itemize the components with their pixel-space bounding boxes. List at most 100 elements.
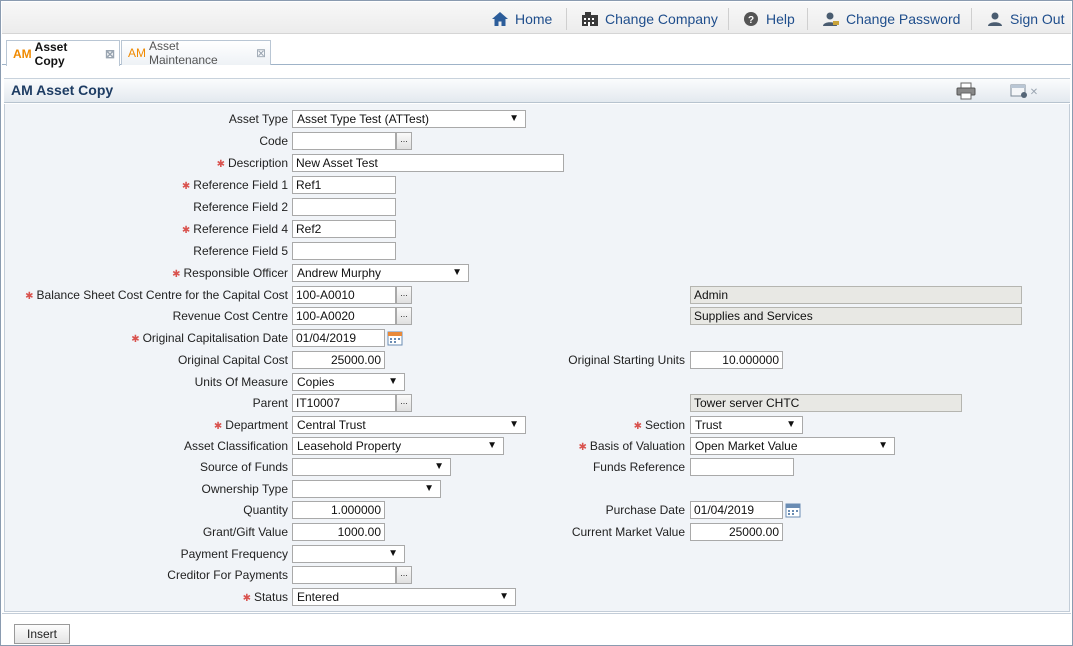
- required-icon: ✱: [181, 225, 191, 236]
- parent-lookup-button[interactable]: ...: [396, 394, 412, 412]
- basis-valuation-select[interactable]: Open Market Value ▼: [690, 437, 895, 455]
- status-value: Entered: [297, 590, 340, 604]
- reference-field-2-input[interactable]: [292, 198, 396, 216]
- nav-sign-out[interactable]: Sign Out: [986, 9, 1064, 29]
- calendar-icon[interactable]: [785, 502, 801, 518]
- source-funds-label: Source of Funds: [199, 460, 288, 474]
- page-title: AM Asset Copy: [11, 82, 114, 98]
- nav-help[interactable]: ? Help: [742, 9, 795, 29]
- department-select[interactable]: Central Trust ▼: [292, 416, 526, 434]
- responsible-officer-value: Andrew Murphy: [297, 266, 382, 280]
- nav-help-label: Help: [766, 11, 795, 27]
- required-icon: ✱: [578, 442, 587, 453]
- close-icon[interactable]: ⊠: [255, 46, 266, 60]
- funds-ref-input[interactable]: [690, 458, 794, 476]
- creditor-label: Creditor For Payments: [167, 568, 288, 582]
- purchase-date-input[interactable]: 01/04/2019: [690, 501, 783, 519]
- required-icon: ✱: [216, 159, 225, 170]
- close-icon[interactable]: ⊠: [104, 46, 115, 61]
- nav-home[interactable]: Home: [491, 9, 552, 29]
- rev-cost-centre-lookup-button[interactable]: ...: [396, 307, 412, 325]
- payment-freq-select[interactable]: ▼: [292, 545, 405, 563]
- parent-input[interactable]: IT10007: [292, 394, 396, 412]
- source-funds-select[interactable]: ▼: [292, 458, 451, 476]
- status-select[interactable]: Entered ▼: [292, 588, 516, 606]
- reference-field-1-input[interactable]: Ref1: [292, 176, 396, 194]
- home-icon: [492, 12, 508, 26]
- window-close-icon[interactable]: ✕: [1010, 83, 1042, 99]
- form-footer: Insert: [2, 613, 1071, 644]
- code-lookup-button[interactable]: ...: [396, 132, 412, 150]
- svg-text:✕: ✕: [1030, 87, 1038, 98]
- nav-change-company-label: Change Company: [605, 11, 718, 27]
- creditor-input[interactable]: [292, 566, 396, 584]
- chevron-down-icon: ▼: [388, 376, 398, 387]
- basis-valuation-label-text: Basis of Valuation: [589, 439, 685, 453]
- creditor-lookup-button[interactable]: ...: [396, 566, 412, 584]
- orig-cap-date-input[interactable]: 01/04/2019: [292, 329, 385, 347]
- bs-cost-centre-lookup-button[interactable]: ...: [396, 286, 412, 304]
- section-select[interactable]: Trust ▼: [690, 416, 803, 434]
- payment-freq-label: Payment Frequency: [180, 547, 288, 561]
- status-label-text: Status: [253, 590, 288, 604]
- grant-value-input[interactable]: 1000.00: [292, 523, 385, 541]
- code-label: Code: [259, 134, 288, 148]
- reference-field-5-input[interactable]: [292, 242, 396, 260]
- bs-cost-centre-label-text: Balance Sheet Cost Centre for the Capita…: [36, 288, 288, 302]
- orig-cap-date-label: ✱Original Capitalisation Date: [131, 329, 288, 347]
- uom-label: Units Of Measure: [194, 375, 288, 389]
- chevron-down-icon: ▼: [499, 591, 509, 602]
- reference-field-1-label: ✱Reference Field 1: [182, 176, 288, 194]
- help-icon: ?: [744, 12, 758, 26]
- svg-text:?: ?: [748, 15, 754, 26]
- nav-sign-out-label: Sign Out: [1010, 11, 1065, 27]
- responsible-officer-label-text: Responsible Officer: [183, 266, 289, 280]
- print-icon[interactable]: [956, 82, 976, 100]
- reference-field-5-label: Reference Field 5: [193, 244, 288, 258]
- responsible-officer-label: ✱Responsible Officer: [172, 264, 288, 282]
- asset-class-label: Asset Classification: [183, 439, 288, 453]
- bs-cost-centre-input[interactable]: 100-A0010: [292, 286, 396, 304]
- orig-cap-cost-input[interactable]: 25000.00: [292, 351, 385, 369]
- parent-description: Tower server CHTC: [690, 394, 962, 412]
- funds-ref-label: Funds Reference: [592, 460, 685, 474]
- insert-button[interactable]: Insert: [14, 624, 71, 644]
- nav-divider: [807, 8, 808, 30]
- uom-select[interactable]: Copies ▼: [292, 373, 405, 391]
- tab-label: Asset Copy: [34, 39, 68, 68]
- calendar-icon[interactable]: [387, 330, 403, 346]
- asset-type-value: Asset Type Test (ATTest): [297, 112, 430, 126]
- description-input[interactable]: New Asset Test: [292, 154, 564, 172]
- bs-cost-centre-description: Admin: [690, 286, 1022, 304]
- chevron-down-icon: ▼: [424, 483, 434, 494]
- quantity-label: Quantity: [243, 503, 288, 517]
- department-value: Central Trust: [297, 418, 366, 432]
- asset-form: Asset Type Asset Type Test (ATTest) ▼ Co…: [4, 104, 1070, 612]
- status-label: ✱Status: [243, 588, 288, 606]
- responsible-officer-select[interactable]: Andrew Murphy ▼: [292, 264, 469, 282]
- purchase-date-label: Purchase Date: [605, 503, 685, 517]
- reference-field-4-input[interactable]: Ref2: [292, 220, 396, 238]
- ownership-type-select[interactable]: ▼: [292, 480, 441, 498]
- quantity-input[interactable]: 1.000000: [292, 501, 385, 519]
- top-nav: Home Change Company ? Help: [2, 2, 1071, 34]
- current-market-input[interactable]: 25000.00: [690, 523, 783, 541]
- asset-type-select[interactable]: Asset Type Test (ATTest) ▼: [292, 110, 526, 128]
- tab-module-prefix: AM: [13, 46, 32, 61]
- tab-asset-copy[interactable]: AM Asset Copy ⊠: [6, 39, 120, 68]
- orig-start-units-input[interactable]: 10.000000: [690, 351, 783, 369]
- orig-cap-cost-label: Original Capital Cost: [177, 353, 288, 367]
- parent-label: Parent: [252, 396, 288, 410]
- reference-field-1-label-text: Reference Field 1: [193, 178, 288, 192]
- department-label-text: Department: [225, 418, 288, 432]
- nav-change-company[interactable]: Change Company: [581, 9, 718, 29]
- tab-asset-maintenance[interactable]: AM Asset Maintenance ⊠: [121, 39, 271, 67]
- code-input[interactable]: [292, 132, 396, 150]
- asset-class-select[interactable]: Leasehold Property ▼: [292, 437, 504, 455]
- nav-change-password-label: Change Password: [846, 11, 961, 27]
- nav-change-password[interactable]: Change Password: [822, 9, 960, 29]
- current-market-label: Current Market Value: [571, 525, 685, 539]
- required-icon: ✱: [213, 421, 223, 432]
- rev-cost-centre-input[interactable]: 100-A0020: [292, 307, 396, 325]
